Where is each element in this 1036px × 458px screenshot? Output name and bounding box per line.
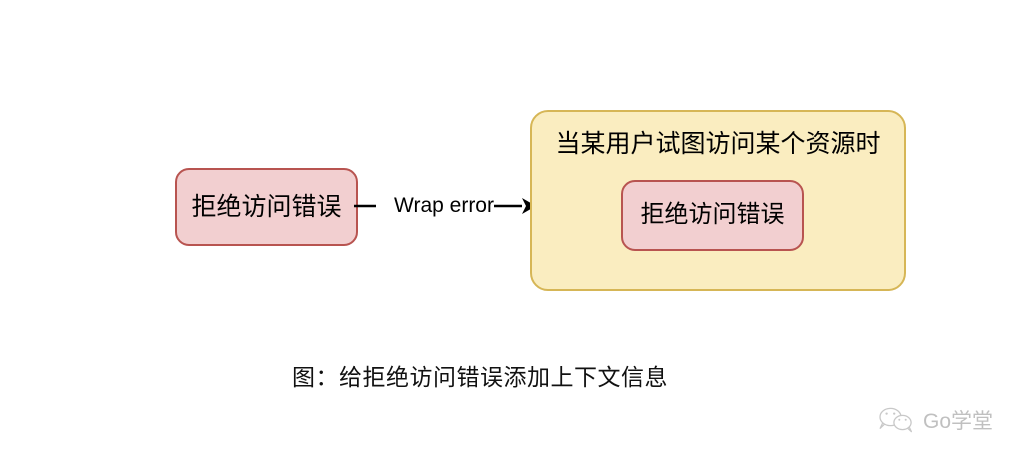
node-wrapped-label: 拒绝访问错误 <box>640 201 785 229</box>
node-access-denied-error: 拒绝访问错误 <box>175 168 358 246</box>
figure-caption: 图：给拒绝访问错误添加上下文信息 <box>292 364 668 390</box>
watermark-label: Go学堂 <box>923 410 994 433</box>
edge-arrow-icon <box>354 198 536 214</box>
node-wrapped-access-denied-error: 拒绝访问错误 <box>621 180 804 251</box>
node-source-label: 拒绝访问错误 <box>191 193 342 221</box>
watermark: Go学堂 <box>876 399 1018 441</box>
edge-wrap-error: Wrap error <box>352 180 536 232</box>
wechat-icon <box>879 407 913 433</box>
node-context-wrapper: 当某用户试图访问某个资源时 拒绝访问错误 <box>530 110 906 291</box>
context-heading-label: 当某用户试图访问某个资源时 <box>555 130 881 158</box>
